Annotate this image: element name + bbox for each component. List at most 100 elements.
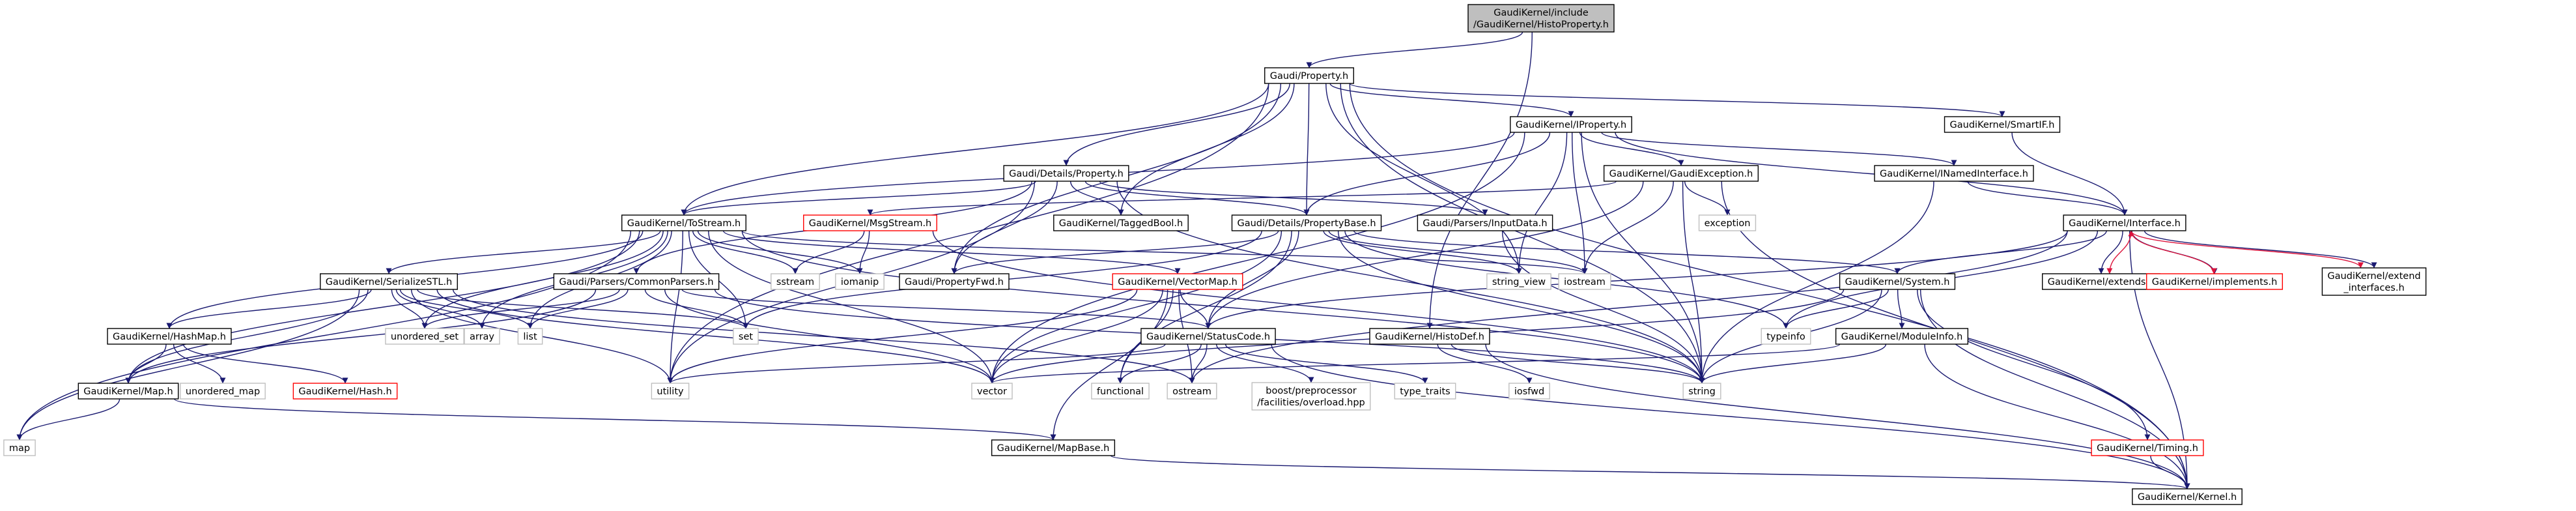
node-array[interactable]: array (464, 328, 500, 345)
node-label: /GaudiKernel/HistoProperty.h (1473, 20, 1609, 30)
edge-details-property-to-tostream (681, 181, 1036, 216)
node-iostream[interactable]: iostream (1558, 273, 1611, 290)
edge-gaudi-property-to-iproperty (1329, 83, 1574, 117)
node-label: unordered_map (186, 387, 260, 397)
node-set[interactable]: set (733, 328, 759, 345)
node-smartif[interactable]: GaudiKernel/SmartIF.h (1944, 116, 2061, 133)
edge-propertybase-to-functional (1117, 230, 1292, 384)
edge-map-h-to-map (16, 398, 120, 441)
node-box (771, 273, 820, 290)
edge-propertybase-to-system (1353, 230, 1901, 274)
node-unordered-set[interactable]: unordered_set (385, 328, 464, 345)
node-box (1053, 214, 1189, 231)
edge-tostream-to-vector (708, 230, 995, 384)
node-box (464, 328, 500, 345)
node-taggedbool[interactable]: GaudiKernel/TaggedBool.h (1053, 214, 1189, 231)
edge-moduleinfo-to-vector (989, 343, 1841, 384)
node-hash[interactable]: GaudiKernel/Hash.h (292, 383, 398, 400)
node-ostream[interactable]: ostream (1167, 383, 1217, 400)
node-vectormap[interactable]: GaudiKernel/VectorMap.h (1112, 273, 1243, 290)
edge-serializestl-to-hashmap (166, 289, 372, 329)
node-string-view[interactable]: string_view (1486, 273, 1551, 290)
node-inputdata[interactable]: Gaudi/Parsers/InputData.h (1417, 214, 1553, 231)
node-list[interactable]: list (517, 328, 543, 345)
node-propertyfwd[interactable]: Gaudi/PropertyFwd.h (899, 273, 1010, 290)
node-msgstream[interactable]: GaudiKernel/MsgStream.h (803, 214, 937, 231)
node-root[interactable]: GaudiKernel/include/GaudiKernel/HistoPro… (1467, 4, 1615, 33)
node-mapbase[interactable]: GaudiKernel/MapBase.h (991, 439, 1116, 456)
node-timing[interactable]: GaudiKernel/Timing.h (2091, 439, 2204, 456)
edge-serializestl-to-list (399, 289, 533, 329)
node-overload[interactable]: boost/preprocessor/facilities/overload.h… (1251, 382, 1371, 411)
node-tostream[interactable]: GaudiKernel/ToStream.h (621, 214, 746, 231)
edge-gaudi-property-to-tostream (681, 83, 1269, 216)
node-box (803, 214, 937, 231)
node-kernel[interactable]: GaudiKernel/Kernel.h (2132, 488, 2243, 505)
node-system[interactable]: GaudiKernel/System.h (1839, 273, 1956, 290)
node-box (1486, 273, 1551, 290)
node-label: set (739, 332, 753, 342)
node-commonparsers[interactable]: Gaudi/Parsers/CommonParsers.h (553, 273, 720, 290)
node-vector[interactable]: vector (971, 383, 1013, 400)
edge-iproperty-to-string (1581, 132, 1705, 384)
edge-map-h-to-mapbase (174, 398, 1056, 441)
edge-smartif-to-interface (2011, 132, 2128, 216)
node-utility[interactable]: utility (651, 383, 690, 400)
node-statuscode[interactable]: GaudiKernel/StatusCode.h (1140, 328, 1276, 345)
edge-interface-to-extends (2098, 230, 2123, 274)
node-propertybase[interactable]: Gaudi/Details/PropertyBase.h (1231, 214, 1382, 231)
node-map-h[interactable]: GaudiKernel/Map.h (78, 383, 179, 400)
node-extends[interactable]: GaudiKernel/extends.h (2042, 273, 2160, 290)
edge-commonparsers-to-list (527, 289, 629, 329)
node-hashmap[interactable]: GaudiKernel/HashMap.h (107, 328, 232, 345)
node-iproperty[interactable]: GaudiKernel/IProperty.h (1510, 116, 1632, 133)
node-serializestl[interactable]: GaudiKernel/SerializeSTL.h (320, 273, 458, 290)
edge-vectormap-to-statuscode (1180, 289, 1211, 329)
node-label: type_traits (1400, 387, 1450, 397)
edge-mapbase-to-kernel (1110, 455, 2190, 489)
node-box (1839, 273, 1956, 290)
edge-gaudi-property-to-string (1340, 83, 1705, 384)
node-map[interactable]: map (3, 439, 36, 456)
node-box (1467, 4, 1615, 33)
node-box (835, 273, 885, 290)
edge-details-property-to-taggedbool (1070, 181, 1124, 216)
node-iosfwd[interactable]: iosfwd (1508, 383, 1550, 400)
node-implements[interactable]: GaudiKernel/implements.h (2146, 273, 2283, 290)
node-iomanip[interactable]: iomanip (835, 273, 885, 290)
edge-inamedinterface-to-interface (1967, 181, 2128, 216)
edge-iproperty-to-inamedinterface (1601, 132, 1957, 166)
edge-statuscode-to-functional (1117, 343, 1202, 384)
node-box (553, 273, 720, 290)
node-label: _interfaces.h (2343, 283, 2404, 293)
node-unordered-map[interactable]: unordered_map (180, 383, 266, 400)
node-typeinfo[interactable]: typeinfo (1761, 328, 1811, 345)
node-box (517, 328, 543, 345)
node-label: iosfwd (1514, 387, 1544, 397)
node-box (1003, 165, 1129, 182)
node-label: GaudiKernel/TaggedBool.h (1059, 218, 1183, 229)
node-details-property[interactable]: Gaudi/Details/Property.h (1003, 165, 1129, 182)
edge-tostream-to-serializestl (386, 230, 661, 274)
edge-iproperty-to-interface (1615, 132, 2128, 216)
node-box (2321, 267, 2427, 296)
edge-gaudiexception-to-msgstream (867, 181, 1617, 216)
node-functional[interactable]: functional (1091, 383, 1150, 400)
node-string[interactable]: string (1682, 383, 1721, 400)
node-interface[interactable]: GaudiKernel/Interface.h (2063, 214, 2187, 231)
node-type-traits[interactable]: type_traits (1394, 383, 1456, 400)
node-gaudi-property[interactable]: Gaudi/Property.h (1264, 67, 1354, 84)
node-histodef[interactable]: GaudiKernel/HistoDef.h (1369, 328, 1490, 345)
edge-tostream-to-iostream (741, 230, 1588, 274)
node-sstream[interactable]: sstream (771, 273, 820, 290)
node-label: GaudiKernel/extend (2327, 271, 2420, 282)
node-inamedinterface[interactable]: GaudiKernel/INamedInterface.h (1874, 165, 2034, 182)
edge-commonparsers-to-unordered-set (421, 289, 620, 329)
node-exception[interactable]: exception (1698, 214, 1757, 231)
edge-commonparsers-to-map-h (125, 289, 597, 384)
node-extend-interfaces[interactable]: GaudiKernel/extend_interfaces.h (2321, 267, 2427, 296)
node-moduleinfo[interactable]: GaudiKernel/ModuleInfo.h (1835, 328, 1969, 345)
node-gaudiexception[interactable]: GaudiKernel/GaudiException.h (1603, 165, 1759, 182)
edge-hashmap-to-map-h (125, 343, 167, 384)
edge-msgstream-to-sstream (792, 230, 865, 274)
